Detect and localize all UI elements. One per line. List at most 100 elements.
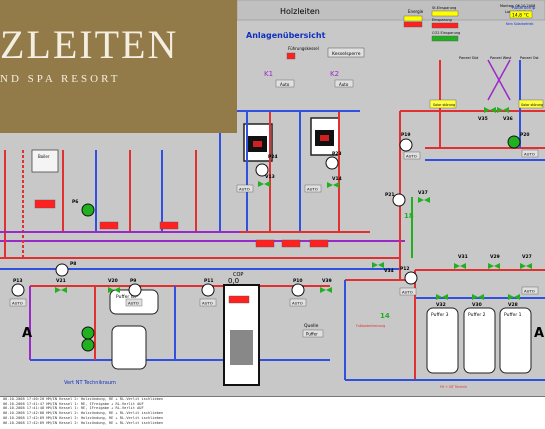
- auto-button-p23[interactable]: AUTO: [304, 184, 322, 193]
- panel-sued-label: Paneel Süd: [459, 56, 478, 60]
- valve-v30[interactable]: [472, 294, 484, 300]
- valve-v35[interactable]: [484, 107, 496, 113]
- k1-auto-button[interactable]: [275, 79, 295, 88]
- log-row: 06.10.2008 17:41:47 HM/IN Kessel 1: RE, …: [3, 401, 144, 406]
- einsparung-label: Einsparung: [432, 18, 452, 22]
- pump-p24[interactable]: [255, 163, 269, 177]
- pump-p6[interactable]: [81, 203, 95, 217]
- cop-value: 0,0: [228, 277, 239, 285]
- pump-p21[interactable]: [392, 193, 406, 207]
- energie-label: Energie: [408, 9, 424, 14]
- quelle-puffer-button[interactable]: [302, 329, 324, 338]
- k1-auto-label: Auto: [280, 82, 290, 87]
- auto-button-p10[interactable]: AUTO: [289, 298, 307, 307]
- label-p10: P10: [293, 278, 303, 284]
- label-v21: V21: [56, 278, 66, 284]
- technikraum-label: Vert NT Technikraum: [64, 380, 116, 386]
- boiler-tank: [31, 149, 59, 173]
- svg-text:AUTO: AUTO: [292, 301, 303, 306]
- label-v30: V30: [472, 302, 482, 308]
- auto-button-p20[interactable]: AUTO: [521, 149, 539, 158]
- label-p6: P6: [72, 199, 78, 205]
- label-v20: V20: [108, 278, 118, 284]
- label-v37: V37: [418, 190, 428, 196]
- status-box-3: [309, 239, 329, 248]
- log-row: 06.10.2008 17:40:20 HM/IN Kessel 2: Holz…: [3, 397, 164, 401]
- valve-v36[interactable]: [497, 107, 509, 113]
- label-v13: V13: [265, 174, 275, 180]
- valve-v39[interactable]: [320, 287, 332, 293]
- pump-p9[interactable]: [128, 283, 142, 297]
- quelle-label: Quelle: [304, 323, 319, 329]
- svg-text:AUTO: AUTO: [524, 152, 535, 157]
- pump-green-left-2[interactable]: [81, 338, 95, 352]
- co2-value-box: [431, 35, 459, 42]
- auto-button-p12[interactable]: AUTO: [399, 287, 417, 296]
- status-box-1: [255, 239, 275, 248]
- label-v27: V27: [522, 254, 532, 260]
- valve-v37[interactable]: [418, 197, 430, 203]
- auto-button-p24[interactable]: AUTO: [236, 184, 254, 193]
- status-box-5: [99, 221, 119, 230]
- svg-text:AUTO: AUTO: [307, 187, 318, 192]
- log-row: 06.10.2008 17:42:09 HM/IN Kessel 2: Holz…: [3, 420, 164, 425]
- pump-p19[interactable]: [399, 138, 413, 152]
- fuehrungskessel-label: Führungskessel: [288, 46, 319, 51]
- k2-auto-button[interactable]: [334, 79, 354, 88]
- vert-tank: [111, 325, 147, 370]
- solar-stoerung-2: [518, 99, 544, 109]
- valve-v20[interactable]: [108, 287, 120, 293]
- page-title: Anlagenübersicht: [246, 31, 326, 40]
- label-v39: V39: [322, 278, 332, 284]
- auto-button-p9[interactable]: AUTO: [125, 298, 143, 307]
- circuit-14: 14: [380, 312, 390, 320]
- solar-stoerung-2-label: Solar störung: [521, 103, 543, 107]
- log-row: 06.10.2008 17:42:08 HM/IN Kessel 2: Holz…: [3, 411, 164, 416]
- k2-auto-label: Auto: [339, 82, 349, 87]
- logo-word: ZLEITEN: [0, 22, 178, 67]
- valve-v14[interactable]: [327, 182, 339, 188]
- label-v34: V34: [384, 268, 394, 274]
- auto-button-p11[interactable]: AUTO: [199, 298, 217, 307]
- boiler-label: Boiler: [38, 154, 50, 159]
- valve-v32[interactable]: [436, 294, 448, 300]
- valve-v34[interactable]: [372, 262, 384, 268]
- pump-p8[interactable]: [55, 263, 69, 277]
- kesselsperre-button[interactable]: [327, 47, 365, 58]
- svg-text:AUTO: AUTO: [239, 187, 250, 192]
- valve-v31[interactable]: [454, 263, 466, 269]
- valve-v21[interactable]: [55, 287, 67, 293]
- pump-p23[interactable]: [325, 156, 339, 170]
- cop-label: COP: [233, 272, 243, 278]
- pump-p13[interactable]: [11, 283, 25, 297]
- co2-einsparung-label: CO2 Einsparung: [432, 31, 460, 35]
- auto-button-v28[interactable]: AUTO: [521, 286, 539, 295]
- auto-button-p19[interactable]: AUTO: [403, 151, 421, 160]
- puffer1-label: Puffer 1: [504, 312, 522, 318]
- boiler-k2-flame: [320, 135, 329, 141]
- valve-v28[interactable]: [508, 294, 520, 300]
- event-log[interactable]: 06.10.2008 17:40:20 HM/IN Kessel 2: Holz…: [0, 396, 545, 429]
- pump-p20[interactable]: [507, 135, 521, 149]
- pump-p12[interactable]: [404, 271, 418, 285]
- quelle-puffer-label: Puffer: [306, 332, 318, 337]
- pump-p10[interactable]: [291, 283, 305, 297]
- solar-stoerung-1-label: Solar störung: [433, 103, 455, 107]
- log-row: 06.10.2008 17:42:09 HM/IN Kessel 2: Holz…: [3, 415, 164, 420]
- k1-label: K1: [264, 70, 273, 78]
- label-p12: P12: [400, 266, 410, 272]
- valve-v13[interactable]: [258, 181, 270, 187]
- pump-p11[interactable]: [201, 283, 215, 297]
- panel-west-label: Paneel West: [490, 56, 512, 60]
- label-v31: V31: [458, 254, 468, 260]
- resort-logo: ZLEITEN ND SPA RESORT: [0, 0, 237, 133]
- pump-green-left[interactable]: [81, 326, 95, 340]
- valve-v29[interactable]: [488, 263, 500, 269]
- aussentemp-label: Außentemp: [512, 5, 536, 10]
- label-v32: V32: [436, 302, 446, 308]
- valve-v27[interactable]: [520, 263, 532, 269]
- auto-button-p13[interactable]: AUTO: [9, 298, 27, 307]
- logo-texture: [0, 0, 237, 133]
- label-p19: P19: [401, 132, 411, 138]
